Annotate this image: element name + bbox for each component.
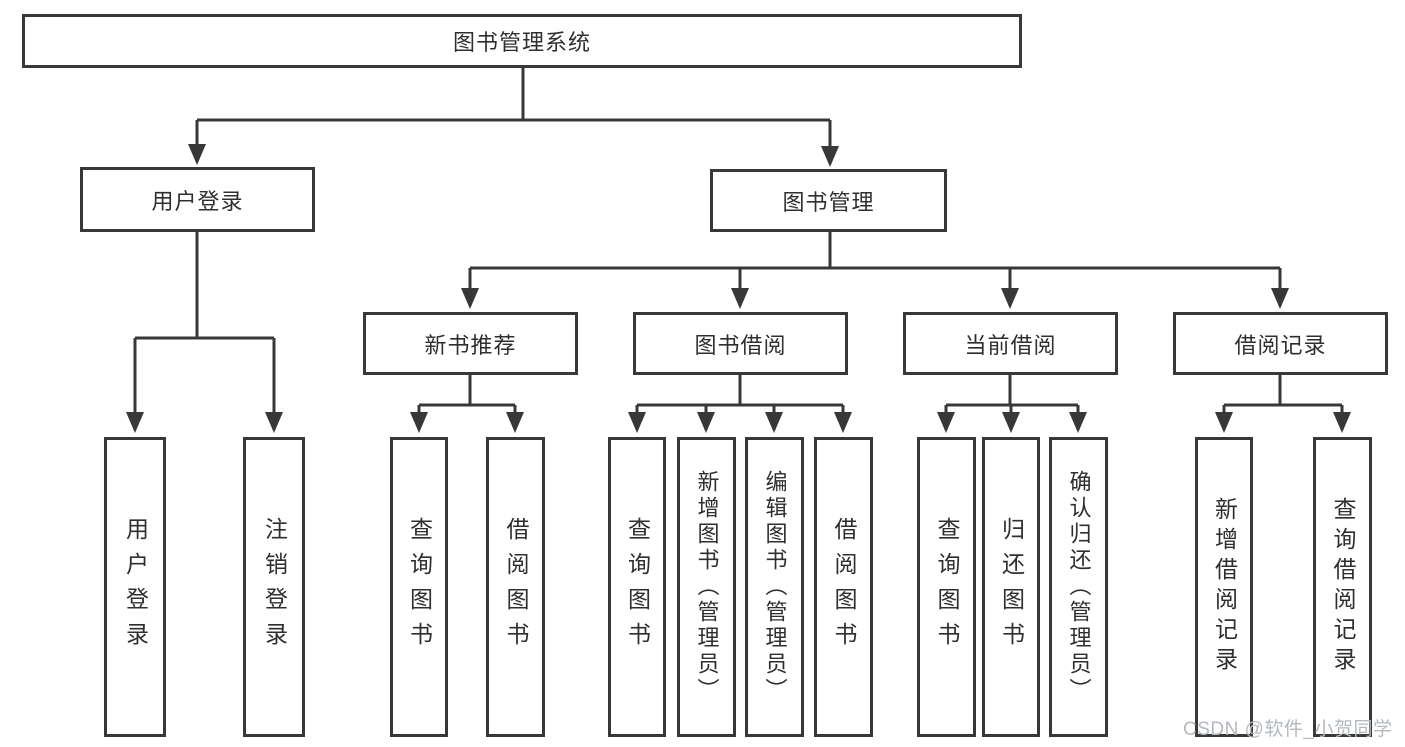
leaf-borrow-books-borrowing: 借阅图书 <box>814 437 873 737</box>
node-borrowing-records: 借阅记录 <box>1173 312 1388 375</box>
leaf-borrow-books-recommend: 借阅图书 <box>486 437 545 737</box>
node-library-management-system: 图书管理系统 <box>22 14 1022 68</box>
leaf-add-borrow-record-label: 新增借阅记录 <box>1211 497 1238 677</box>
leaf-query-books-borrowing-label: 查询图书 <box>624 517 651 657</box>
leaf-query-borrow-record-label: 查询借阅记录 <box>1330 497 1356 677</box>
leaf-add-books-admin-label: 新增图书（管理员） <box>694 470 720 704</box>
leaf-query-books-borrowing: 查询图书 <box>608 437 666 737</box>
node-user-login: 用户登录 <box>80 167 315 232</box>
node-new-book-recommendation: 新书推荐 <box>363 312 578 375</box>
leaf-borrow-books-borrowing-label: 借阅图书 <box>831 517 857 657</box>
leaf-add-borrow-record: 新增借阅记录 <box>1195 437 1253 737</box>
leaf-query-books-current: 查询图书 <box>917 437 976 737</box>
leaf-query-books-recommend-label: 查询图书 <box>406 517 433 657</box>
leaf-query-books-current-label: 查询图书 <box>934 517 960 657</box>
leaf-user-login: 用户登录 <box>104 437 166 737</box>
node-book-borrowing: 图书借阅 <box>633 312 848 375</box>
leaf-add-books-admin: 新增图书（管理员） <box>677 437 736 737</box>
leaf-user-login-label: 用户登录 <box>122 517 149 657</box>
leaf-logout-label: 注销登录 <box>261 517 288 657</box>
watermark: CSDN @软件_小贺同学 <box>1183 719 1393 740</box>
leaf-logout: 注销登录 <box>243 437 305 737</box>
leaf-confirm-return-admin-label: 确认归还（管理员） <box>1066 470 1092 704</box>
node-current-borrowing: 当前借阅 <box>903 312 1118 375</box>
leaf-return-books: 归还图书 <box>982 437 1040 737</box>
leaf-query-books-recommend: 查询图书 <box>390 437 448 737</box>
node-book-management: 图书管理 <box>710 169 947 232</box>
leaf-borrow-books-recommend-label: 借阅图书 <box>503 517 529 657</box>
leaf-edit-books-admin: 编辑图书（管理员） <box>745 437 804 737</box>
leaf-confirm-return-admin: 确认归还（管理员） <box>1049 437 1108 737</box>
leaf-return-books-label: 归还图书 <box>998 517 1025 657</box>
leaf-query-borrow-record: 查询借阅记录 <box>1313 437 1372 737</box>
leaf-edit-books-admin-label: 编辑图书（管理员） <box>762 470 788 704</box>
